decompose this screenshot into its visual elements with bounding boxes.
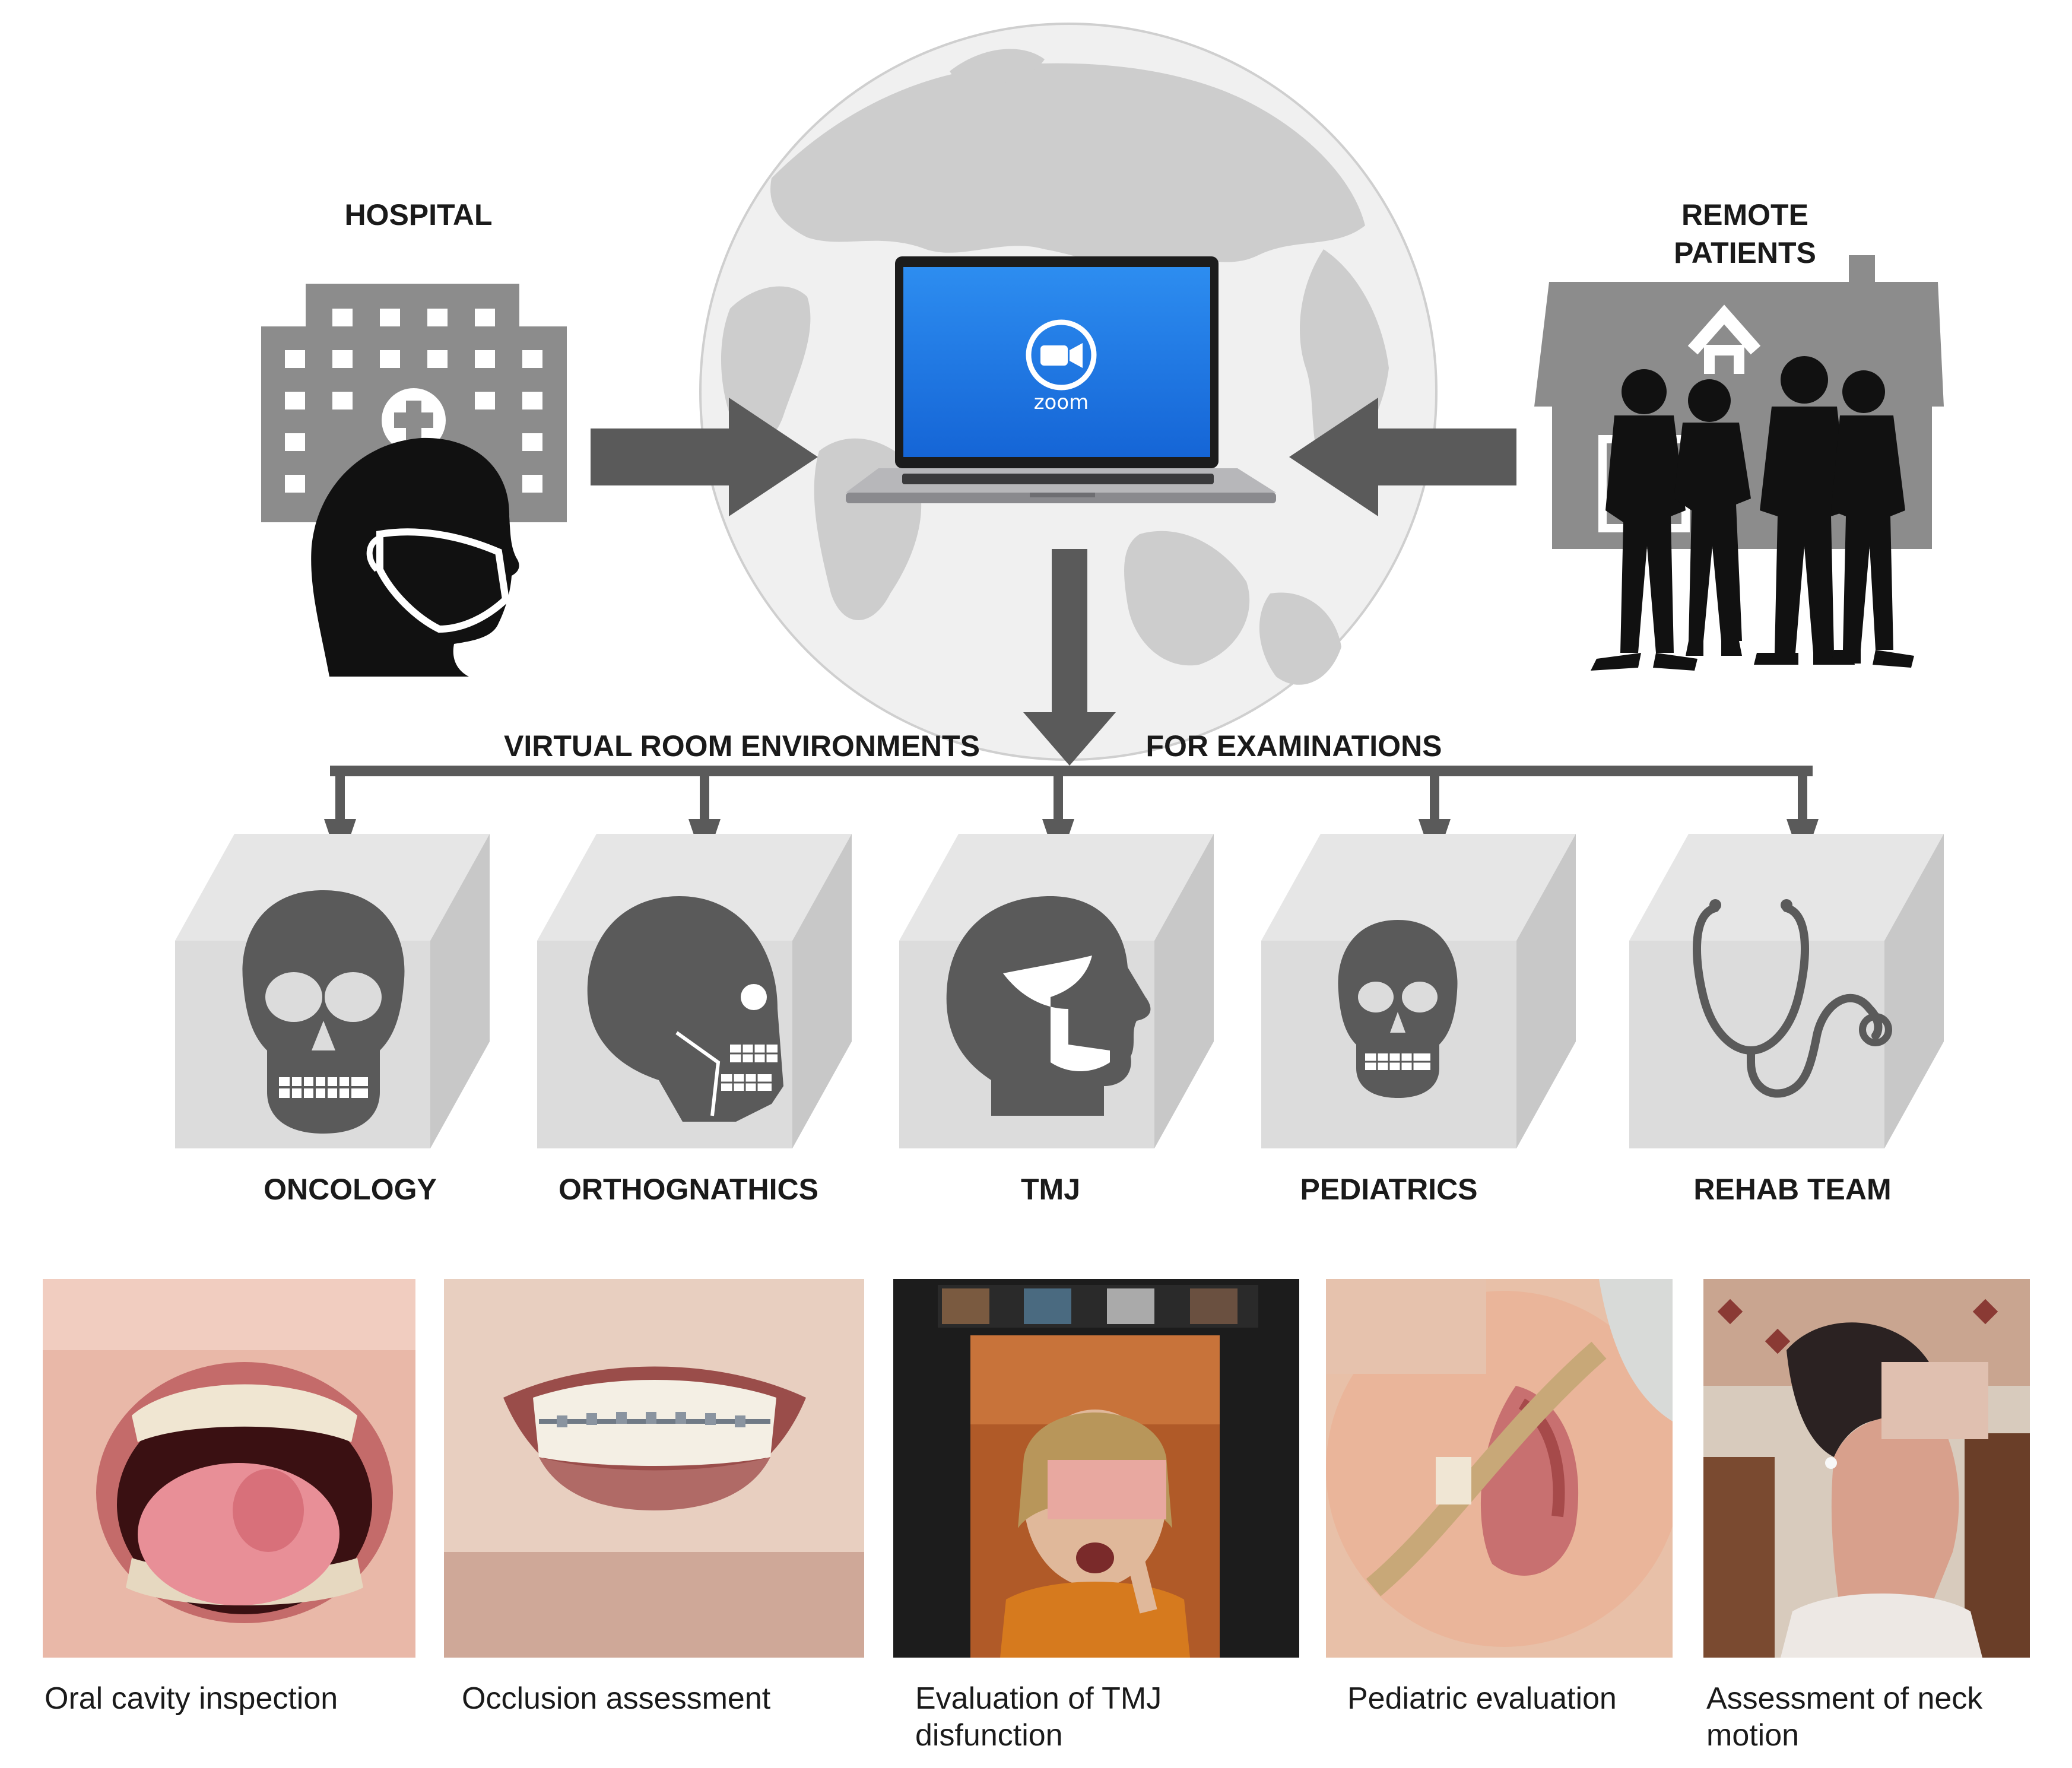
arrow-patients-to-laptop (1289, 398, 1516, 516)
caption-assessment-neck-line-1: Assessment of neck (1706, 1681, 1983, 1716)
arrow-hospital-to-laptop (591, 398, 818, 516)
stethoscope-icon (1692, 899, 1892, 1098)
hospital-label: HOSPITAL (344, 198, 493, 231)
laptop-icon (846, 256, 1276, 503)
room-label-pediatrics: PEDIATRICS (1300, 1173, 1478, 1206)
caption-pediatric-evaluation: Pediatric evaluation (1347, 1681, 1617, 1716)
room-label-rehab-team: REHAB TEAM (1693, 1173, 1892, 1206)
photo-pediatric-evaluation (1326, 1279, 1673, 1658)
photo-occlusion-assessment (444, 1279, 864, 1658)
photo-oral-cavity-inspection (43, 1279, 415, 1658)
photo-assessment-neck-motion (1703, 1279, 2030, 1658)
small-skull-icon (1338, 920, 1458, 1098)
doctor-masked-head-icon (311, 437, 519, 677)
branch-connectors (324, 766, 1819, 866)
caption-evaluation-tmj-line-1: Evaluation of TMJ (915, 1681, 1162, 1716)
caption-oral-cavity-inspection: Oral cavity inspection (45, 1681, 338, 1716)
remote-patients-label-line-2: PATIENTS (1674, 236, 1816, 269)
room-box-rehab-team (1629, 834, 1944, 1148)
skull-front-icon (242, 890, 405, 1134)
room-label-oncology: ONCOLOGY (264, 1173, 437, 1206)
for-examinations-label: FOR EXAMINATIONS (1146, 729, 1442, 763)
room-label-orthognathics: ORTHOGNATHICS (559, 1173, 818, 1206)
caption-occlusion-assessment: Occlusion assessment (462, 1681, 771, 1716)
arrow-laptop-down (1023, 549, 1116, 766)
remote-patients-silhouettes-icon (1591, 356, 1914, 671)
zoom-label: zoom (1033, 391, 1089, 414)
caption-evaluation-tmj-line-2: disfunction (915, 1718, 1063, 1753)
virtual-room-label: VIRTUAL ROOM ENVIRONMENTS (504, 729, 980, 763)
photo-evaluation-tmj-disfunction (893, 1279, 1299, 1658)
remote-patients-label-line-1: REMOTE (1681, 198, 1808, 231)
caption-assessment-neck-line-2: motion (1706, 1718, 1800, 1753)
room-label-tmj: TMJ (1021, 1173, 1080, 1206)
head-jaw-icon (946, 896, 1151, 1116)
skull-profile-icon (587, 896, 783, 1122)
